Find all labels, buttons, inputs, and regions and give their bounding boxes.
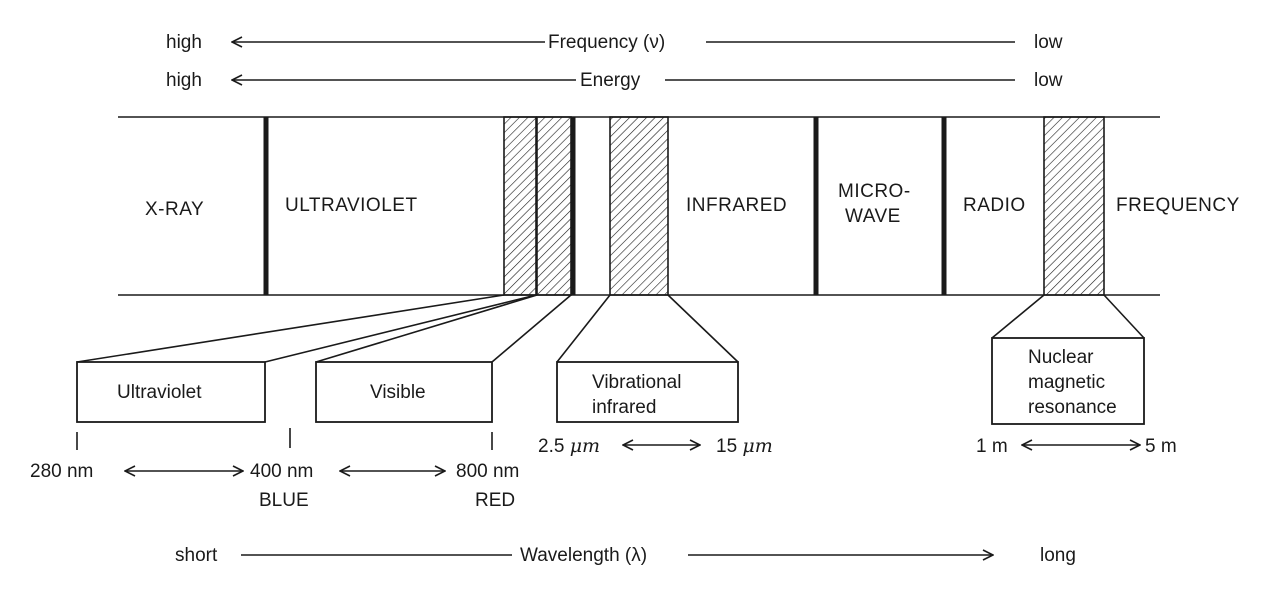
nmr-box: Nuclear magnetic resonance <box>991 337 1145 425</box>
label-15um: 15 μm <box>716 435 773 457</box>
label-280nm: 280 nm <box>30 461 93 482</box>
uv-visible-scale: 280 nm 400 nm BLUE 800 nm RED <box>30 461 519 511</box>
energy-low-label: low <box>1034 70 1063 91</box>
label-1m: 1 m <box>976 436 1008 457</box>
vibrational-label-line2: infrared <box>592 397 656 418</box>
uv-box: Ultraviolet <box>76 361 266 423</box>
connector-uv-left <box>76 294 505 363</box>
spectrum-band: X-RAY ULTRAVIOLET INFRARED MICRO- WAVE R… <box>118 116 1240 296</box>
vibrational-label-line1: Vibrational <box>592 372 681 393</box>
connector-nmr-right <box>1103 294 1145 339</box>
region-infrared: INFRARED <box>686 195 787 216</box>
connector-visible-right <box>491 294 572 363</box>
frequency-high-label: high <box>166 32 202 53</box>
region-xray: X-RAY <box>145 199 204 220</box>
label-5m: 5 m <box>1145 436 1177 457</box>
nmr-label-line2: magnetic <box>1028 372 1105 393</box>
visible-box-label: Visible <box>370 382 426 403</box>
label-2-5um-number: 2.5 <box>538 436 564 457</box>
label-15um-number: 15 <box>716 436 737 457</box>
region-microwave-line2: WAVE <box>845 206 901 227</box>
label-2-5um: 2.5 μm <box>538 435 600 457</box>
hatched-vibrational-ir-band <box>609 116 669 296</box>
nmr-label-line3: resonance <box>1028 397 1117 418</box>
zoom-connectors <box>76 294 1145 363</box>
label-800nm: 800 nm <box>456 461 519 482</box>
visible-box: Visible <box>315 361 493 423</box>
frequency-low-label: low <box>1034 32 1063 53</box>
hatched-uv-band <box>503 116 537 296</box>
micrometer-scale: 2.5 μm 15 μm <box>538 435 773 457</box>
energy-high-label: high <box>166 70 202 91</box>
hatched-nmr-band <box>1043 116 1105 296</box>
connector-uv-right <box>264 294 537 363</box>
frequency-row: high Frequency (ν) low <box>166 32 1063 53</box>
vibrational-ir-box: Vibrational infrared <box>556 361 739 423</box>
region-ultraviolet: ULTRAVIOLET <box>285 195 418 216</box>
wavelength-row: short Wavelength (λ) long <box>175 545 1076 566</box>
wavelength-label: Wavelength (λ) <box>520 545 647 566</box>
uv-box-label: Ultraviolet <box>117 382 202 403</box>
connector-nmr-left <box>991 294 1045 339</box>
energy-row: high Energy low <box>166 70 1063 91</box>
meter-scale: 1 m 5 m <box>976 436 1177 457</box>
label-15um-unit: μm <box>742 435 772 457</box>
region-microwave-line1: MICRO- <box>838 181 911 202</box>
connector-visible-left <box>315 294 538 363</box>
connector-vib-left <box>556 294 611 363</box>
label-400nm: 400 nm <box>250 461 313 482</box>
frequency-label: Frequency (ν) <box>548 32 665 53</box>
region-frequency: FREQUENCY <box>1116 195 1240 216</box>
label-blue: BLUE <box>259 490 309 511</box>
label-2-5um-unit: μm <box>570 435 600 457</box>
connector-vib-right <box>667 294 739 363</box>
nmr-label-line1: Nuclear <box>1028 347 1094 368</box>
label-red: RED <box>475 490 515 511</box>
wavelength-short-label: short <box>175 545 218 566</box>
hatched-visible-band <box>536 116 572 296</box>
energy-label: Energy <box>580 70 641 91</box>
wavelength-long-label: long <box>1040 545 1076 566</box>
region-radio: RADIO <box>963 195 1026 216</box>
